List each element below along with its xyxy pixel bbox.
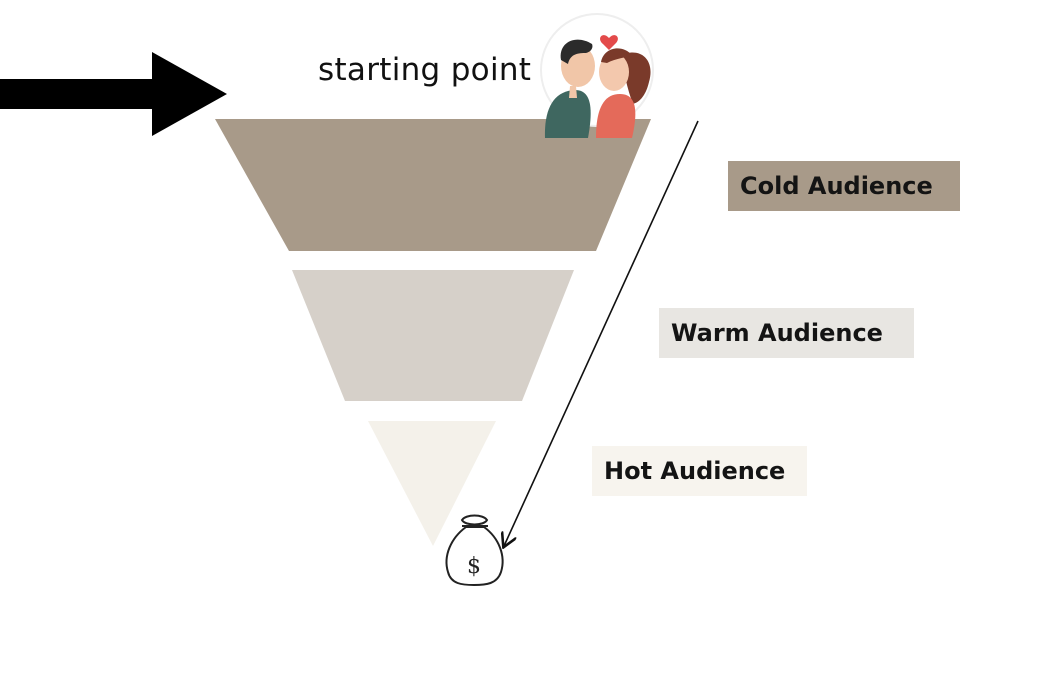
warm-audience-label: Warm Audience: [659, 308, 914, 358]
arrow-right-icon: [0, 52, 227, 136]
hot-audience-label: Hot Audience: [592, 446, 807, 496]
couple-kissing-icon: [540, 13, 654, 138]
svg-text:$: $: [467, 554, 481, 579]
heart-icon: [600, 35, 618, 50]
cold-audience-label: Cold Audience: [728, 161, 960, 211]
money-bag-icon: $: [445, 514, 504, 587]
starting-point-label: starting point: [318, 52, 532, 88]
funnel-stage-cold: [215, 119, 651, 251]
funnel-stage-hot: [368, 421, 496, 546]
funnel-stage-warm: [292, 270, 574, 401]
progression-arrow: [504, 120, 699, 546]
